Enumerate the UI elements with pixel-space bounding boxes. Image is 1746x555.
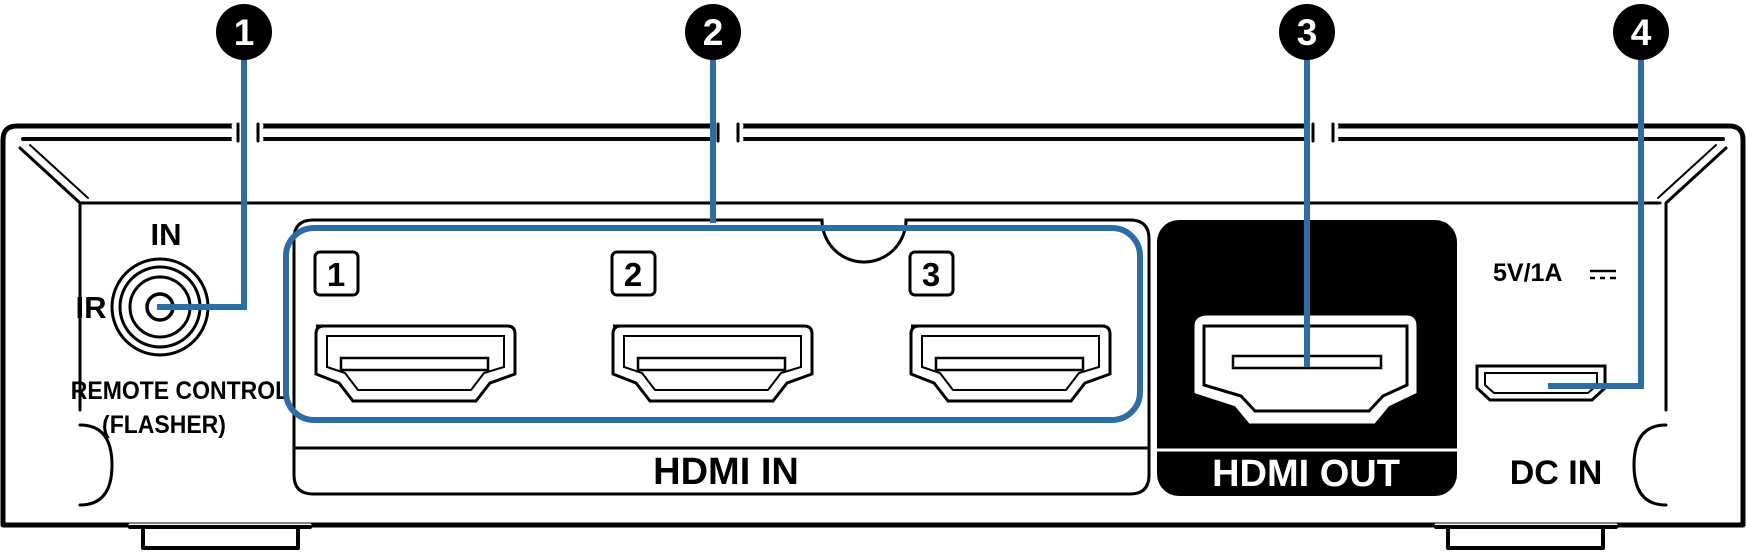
port-number-box-3: 3 bbox=[908, 250, 955, 297]
ir-label: IR bbox=[76, 290, 107, 325]
port-number-2: 2 bbox=[624, 256, 642, 293]
device-body bbox=[0, 122, 1746, 550]
leader-lines bbox=[157, 55, 1644, 389]
remote-control-caption: REMOTE CONTROL bbox=[71, 377, 289, 405]
leader-line-4 bbox=[1548, 55, 1644, 389]
callout-number-3: 3 bbox=[1297, 12, 1318, 53]
dc-in-label: DC IN bbox=[1510, 454, 1603, 492]
callout-2: 2 bbox=[685, 4, 741, 60]
callout-number-1: 1 bbox=[234, 12, 255, 53]
hdmi-in-label: HDMI IN bbox=[653, 451, 799, 493]
hdmi-in-highlight-box bbox=[283, 225, 1143, 423]
flasher-caption: (FLASHER) bbox=[102, 411, 226, 439]
hdmi-in-port-2 bbox=[611, 324, 814, 403]
ir-in-label: IN bbox=[151, 217, 182, 252]
callout-1: 1 bbox=[216, 4, 272, 60]
hdmi-in-port-3 bbox=[909, 324, 1112, 403]
callout-number-4: 4 bbox=[1631, 12, 1652, 53]
port-number-3: 3 bbox=[922, 256, 940, 293]
callout-4: 4 bbox=[1613, 4, 1669, 60]
callout-3: 3 bbox=[1279, 4, 1335, 60]
hdmi-out-label: HDMI OUT bbox=[1212, 453, 1400, 495]
port-number-1: 1 bbox=[327, 256, 345, 293]
micro-usb-port bbox=[1475, 364, 1607, 402]
power-rating-label: 5V/1A bbox=[1493, 259, 1562, 287]
port-number-box-1: 1 bbox=[313, 250, 360, 297]
dc-symbol-icon bbox=[1590, 269, 1616, 280]
callout-number-2: 2 bbox=[703, 12, 724, 53]
leader-line-1 bbox=[157, 55, 247, 310]
port-number-box-2: 2 bbox=[610, 250, 657, 297]
hdmi-in-port-1 bbox=[314, 324, 517, 403]
